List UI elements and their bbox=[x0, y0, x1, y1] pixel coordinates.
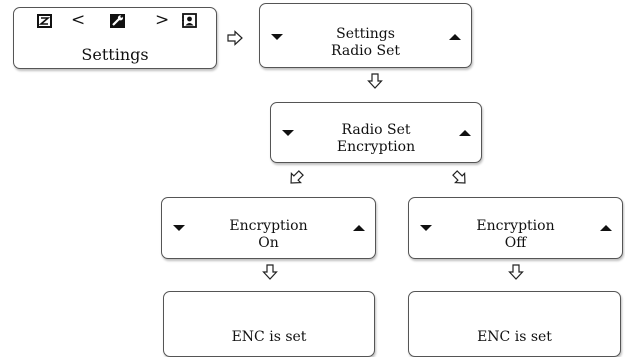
screen-line-2: On bbox=[258, 235, 279, 251]
arrow-down-icon bbox=[508, 264, 524, 280]
screen-line-1: Encryption bbox=[476, 218, 555, 234]
settings-radio-set-screen: Settings Radio Set bbox=[259, 3, 472, 68]
encryption-on-screen: Encryption On bbox=[161, 197, 376, 259]
contact-icon bbox=[182, 13, 197, 28]
scroll-down-icon bbox=[420, 225, 432, 231]
chevron-right-icon: > bbox=[155, 10, 170, 30]
arrow-down-right-icon bbox=[452, 170, 466, 184]
screen-line-1: ENC is set bbox=[231, 329, 307, 345]
scroll-up-icon bbox=[600, 225, 612, 231]
screen-line-2: Off bbox=[504, 235, 527, 251]
settings-menu-screen: < > Settings bbox=[13, 7, 217, 69]
wrench-icon bbox=[110, 14, 125, 28]
radio-set-encryption-screen: Radio Set Encryption bbox=[270, 102, 482, 163]
screen-line-2: Radio Set bbox=[330, 43, 401, 59]
chevron-left-icon: < bbox=[71, 10, 86, 30]
z-icon bbox=[37, 14, 52, 28]
screen-line-1: Radio Set bbox=[341, 122, 411, 138]
screen-line-1: ENC is set bbox=[477, 329, 552, 345]
arrow-down-icon bbox=[367, 73, 383, 89]
scroll-down-icon bbox=[173, 225, 185, 231]
screen-title: Settings bbox=[81, 45, 149, 64]
screen-line-1: Encryption bbox=[229, 218, 308, 234]
enc-set-off-screen: ENC is set bbox=[408, 291, 621, 357]
screen-line-2: Encryption bbox=[336, 139, 416, 155]
encryption-off-screen: Encryption Off bbox=[408, 197, 623, 259]
scroll-up-icon bbox=[459, 130, 471, 136]
scroll-down-icon bbox=[282, 130, 294, 136]
screen-line-1: Settings bbox=[336, 26, 395, 42]
scroll-up-icon bbox=[353, 225, 365, 231]
enc-set-on-screen: ENC is set bbox=[163, 291, 375, 357]
arrow-down-left-icon bbox=[290, 170, 304, 184]
arrow-right-icon bbox=[227, 30, 243, 46]
scroll-up-icon bbox=[449, 34, 461, 40]
scroll-down-icon bbox=[271, 34, 283, 40]
arrow-down-icon bbox=[262, 264, 278, 280]
